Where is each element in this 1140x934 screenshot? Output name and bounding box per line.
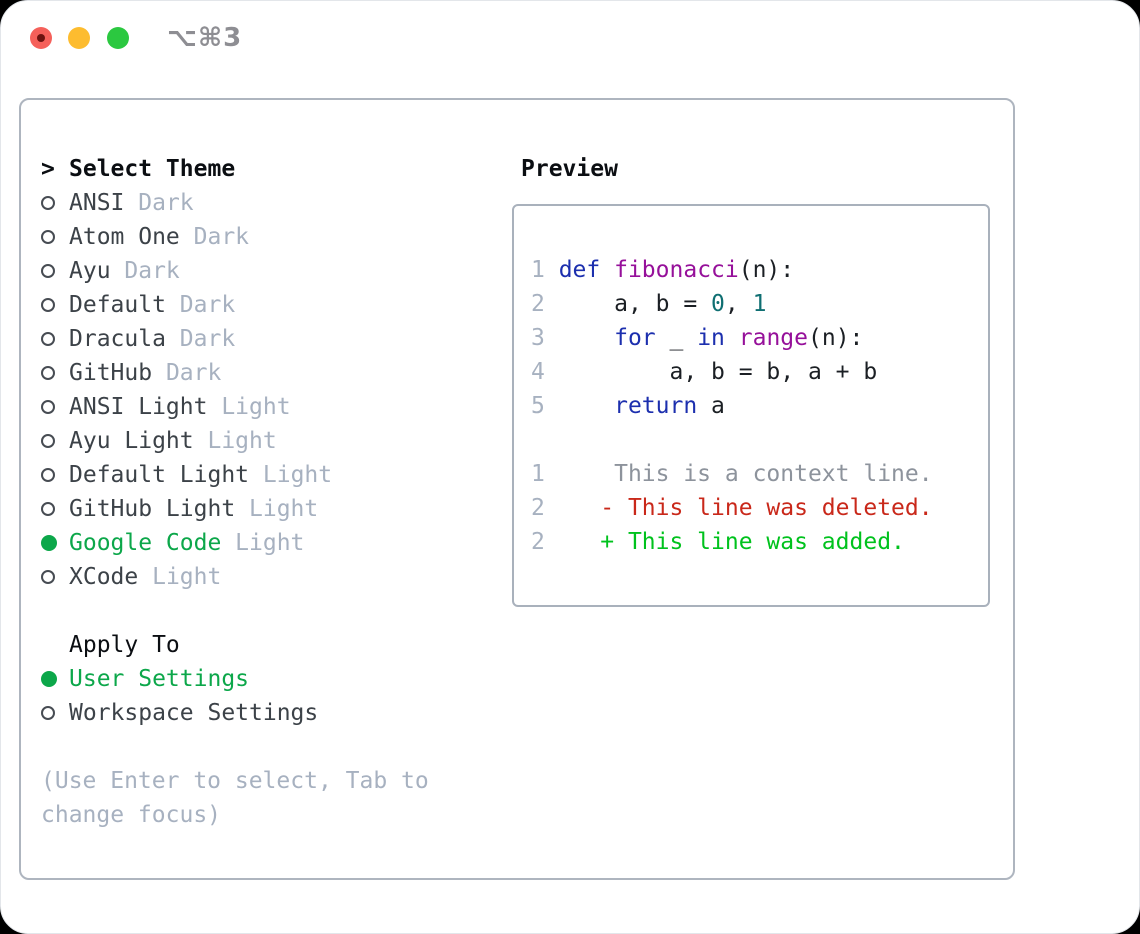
radio-unselected-icon (41, 570, 55, 584)
radio-unselected-icon (41, 502, 55, 516)
apply-to-label: Workspace Settings (69, 700, 319, 726)
code-line: 3 for _ in range(n): (531, 325, 864, 351)
diff-line-context: 1 This is a context line. (531, 461, 933, 487)
selection-prompt-icon: > (41, 156, 55, 182)
theme-name: ANSI Light (69, 394, 222, 420)
minimize-button[interactable] (68, 27, 90, 49)
theme-list-item[interactable]: Atom One Dark (41, 220, 429, 254)
theme-list-item[interactable]: Dracula Dark (41, 322, 429, 356)
apply-to-option[interactable]: Workspace Settings (41, 696, 429, 730)
theme-list-item[interactable]: Default Light Light (41, 458, 429, 492)
theme-variant-tag: Dark (138, 190, 194, 216)
apply-to-option[interactable]: User Settings (41, 662, 429, 696)
apply-to-list: User Settings Workspace Settings (41, 662, 429, 730)
zoom-button[interactable] (107, 27, 129, 49)
code-preview: 1 def fibonacci(n): 2 a, b = 0, 1 3 for _ … (531, 253, 988, 559)
theme-list-title: Select Theme (69, 156, 236, 182)
theme-list-item[interactable]: Google Code Light (41, 526, 429, 560)
theme-variant-tag: Dark (165, 360, 222, 386)
apply-to-header: Apply To (41, 628, 429, 662)
spacer (41, 594, 429, 628)
radio-unselected-icon (41, 366, 55, 380)
radio-unselected-icon (41, 332, 55, 346)
theme-name: Default Light (69, 462, 263, 488)
radio-selected-icon (41, 535, 57, 551)
theme-variant-tag: Dark (179, 292, 236, 318)
help-text-line1: (Use Enter to select, Tab to (41, 768, 429, 794)
theme-list-item[interactable]: GitHub Dark (41, 356, 429, 390)
code-line: 5 return a (531, 393, 725, 419)
radio-unselected-icon (41, 706, 55, 720)
code-line: 1 def fibonacci(n): (531, 257, 795, 283)
theme-name: XCode (69, 564, 153, 590)
theme-variant-tag: Light (152, 564, 222, 590)
theme-variant-tag: Light (207, 428, 277, 454)
theme-variant-tag: Light (221, 394, 291, 420)
window-title: ⌥⌘3 (167, 23, 243, 53)
diff-line-deleted: 2 - This line was deleted. (531, 495, 933, 521)
radio-unselected-icon (41, 400, 55, 414)
apply-to-title: Apply To (69, 632, 180, 658)
titlebar: ⌥⌘3 (1, 1, 1139, 75)
diff-line-added: 2 + This line was added. (531, 529, 905, 555)
preview-title: Preview (521, 156, 618, 182)
theme-name: Ayu (69, 258, 125, 284)
theme-list-item[interactable]: Ayu Dark (41, 254, 429, 288)
theme-list-item[interactable]: ANSI Dark (41, 186, 429, 220)
theme-variant-tag: Dark (179, 326, 236, 352)
theme-list: ANSI Dark Atom One Dark Ayu Dark Default… (41, 186, 429, 594)
theme-name: Ayu Light (69, 428, 208, 454)
preview-box: 1 def fibonacci(n): 2 a, b = 0, 1 3 for _ … (512, 204, 990, 607)
code-line: 2 a, b = 0, 1 (531, 291, 767, 317)
theme-variant-tag: Light (235, 530, 305, 556)
radio-unselected-icon (41, 230, 55, 244)
theme-variant-tag: Light (262, 462, 333, 488)
theme-variant-tag: Light (249, 496, 319, 522)
code-line: 4 a, b = b, a + b (531, 359, 878, 385)
apply-to-label: User Settings (69, 666, 250, 692)
theme-list-item[interactable]: Ayu Light Light (41, 424, 429, 458)
close-button[interactable] (30, 27, 52, 49)
help-text-line2: change focus) (41, 802, 222, 828)
theme-name: Default (69, 292, 180, 318)
radio-unselected-icon (41, 196, 55, 210)
theme-name: GitHub (69, 360, 166, 386)
theme-name: ANSI (69, 190, 139, 216)
preview-column: Preview 1 def fibonacci(n): 2 a, b = 0, 1… (503, 152, 990, 607)
theme-variant-tag: Dark (193, 224, 250, 250)
radio-selected-icon (41, 671, 57, 687)
theme-column: > Select Theme ANSI Dark Atom One Dark A… (41, 152, 429, 832)
radio-unselected-icon (41, 434, 55, 448)
help-text: (Use Enter to select, Tab to change focu… (41, 764, 429, 832)
main-panel: > Select Theme ANSI Dark Atom One Dark A… (19, 98, 1015, 880)
theme-name: Atom One (69, 224, 194, 250)
radio-unselected-icon (41, 468, 55, 482)
theme-name: Dracula (69, 326, 180, 352)
theme-name: Google Code (69, 530, 236, 556)
theme-list-item[interactable]: ANSI Light Light (41, 390, 429, 424)
theme-name: GitHub Light (69, 496, 250, 522)
theme-list-item[interactable]: GitHub Light Light (41, 492, 429, 526)
theme-list-header: > Select Theme (41, 152, 429, 186)
close-dot-icon (37, 34, 45, 42)
theme-variant-tag: Dark (124, 258, 180, 284)
spacer (41, 730, 429, 764)
radio-unselected-icon (41, 298, 55, 312)
theme-list-item[interactable]: XCode Light (41, 560, 429, 594)
theme-list-item[interactable]: Default Dark (41, 288, 429, 322)
radio-unselected-icon (41, 264, 55, 278)
blank-line (531, 423, 988, 457)
